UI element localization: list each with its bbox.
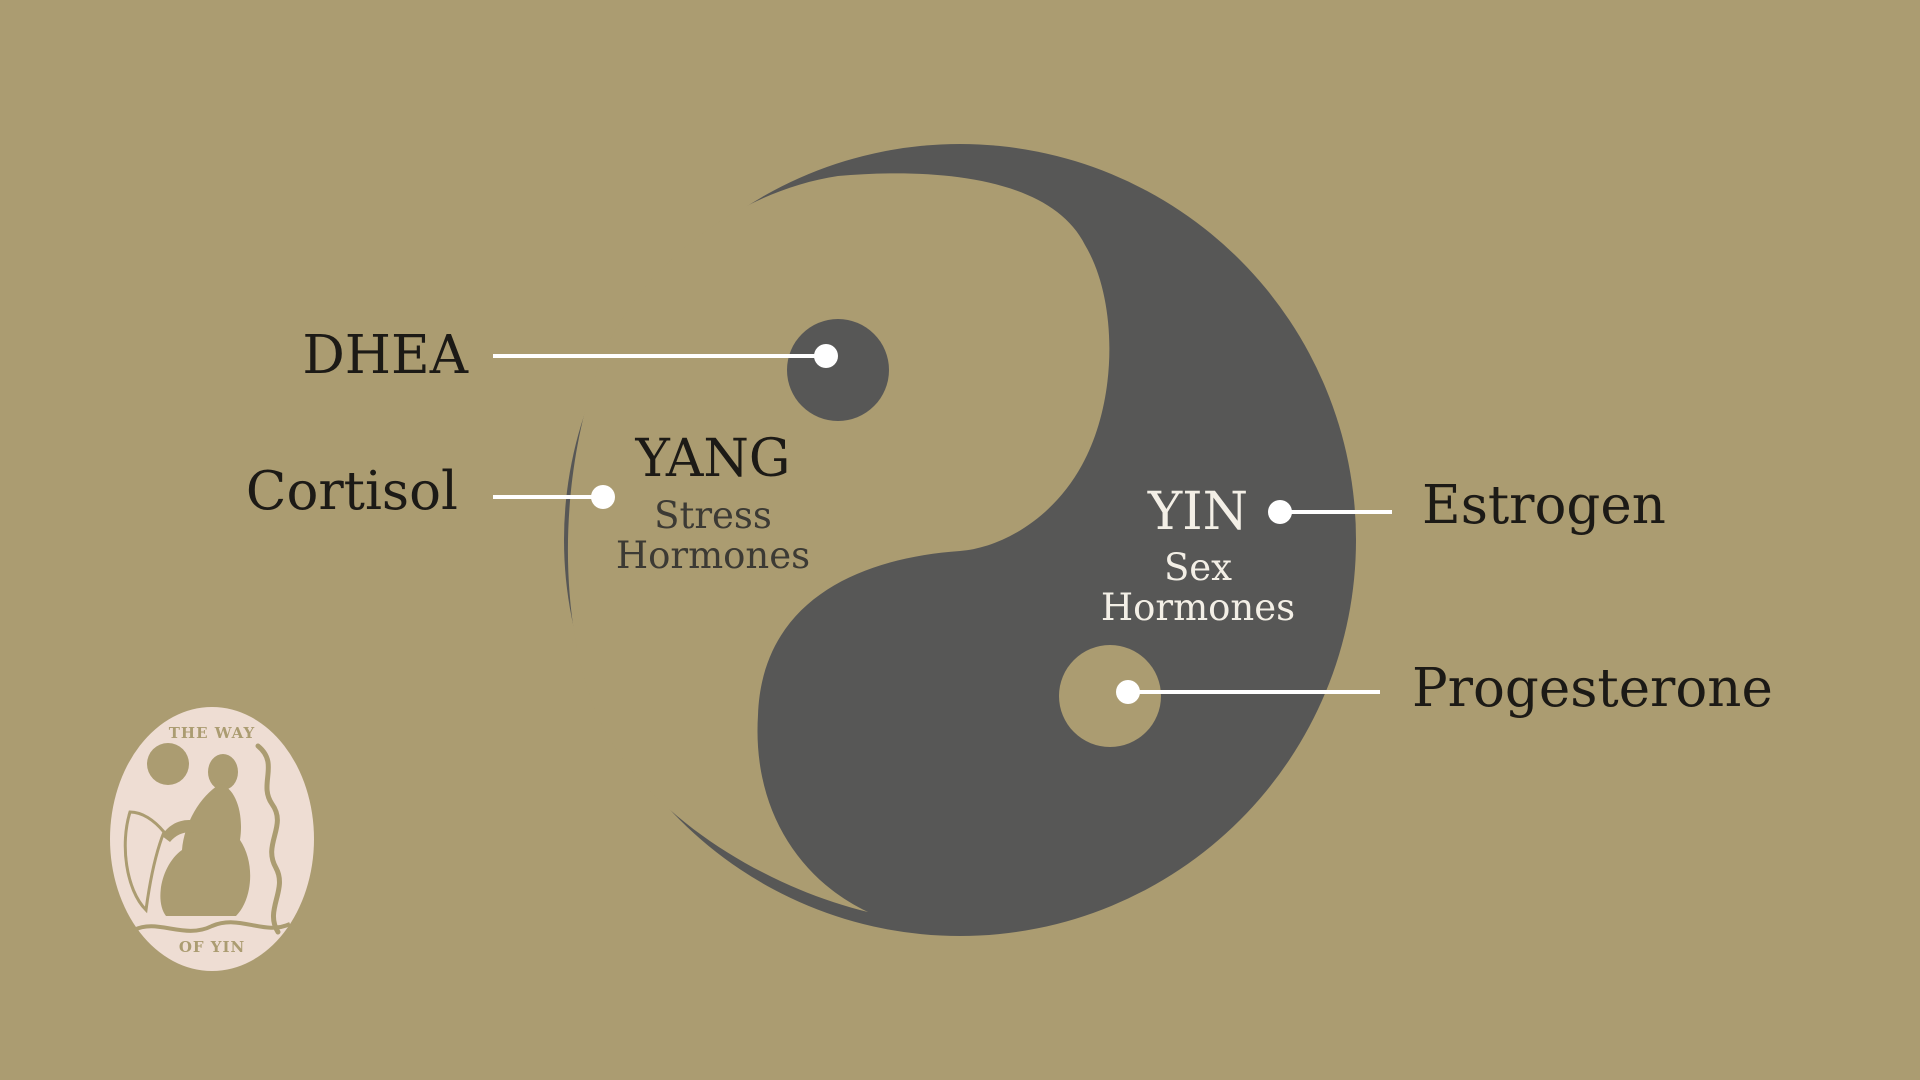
logo-wave-icon [133,920,291,933]
yang-shape [567,173,1110,913]
hormone-label-cortisol: Cortisol [245,461,458,522]
hormone-label-estrogen: Estrogen [1422,475,1666,536]
yin-subtitle-line1: Sex [1163,546,1233,589]
logo-moon-icon [147,743,189,785]
yang-subtitle-line1: Stress [654,494,772,537]
logo-figure-icon [160,754,251,916]
connector-estrogen [1268,500,1392,524]
logo-bottom-text: OF YIN [179,938,245,956]
logo-serpent-icon [255,743,282,935]
connector-progesterone [1116,680,1380,704]
connector-dhea [493,344,838,368]
yang-subtitle-line2: Hormones [615,534,811,577]
logo-top-text: THE WAY [169,724,255,742]
connector-cortisol [493,485,615,509]
yin-subtitle-line2: Hormones [1100,586,1296,629]
hormone-label-progesterone: Progesterone [1412,658,1773,719]
yin-title: YIN [1147,482,1249,542]
hormone-label-dhea: DHEA [302,325,468,386]
way-of-yin-logo: THE WAY OF YIN [110,707,314,971]
yang-subtitle: Stress Hormones [616,496,810,576]
yin-eye-light [1059,645,1161,747]
logo-wing-icon [123,810,166,914]
yang-title: YANG [635,429,791,489]
yin-subtitle: Sex Hormones [1101,548,1295,628]
yang-eye-dark [787,319,889,421]
